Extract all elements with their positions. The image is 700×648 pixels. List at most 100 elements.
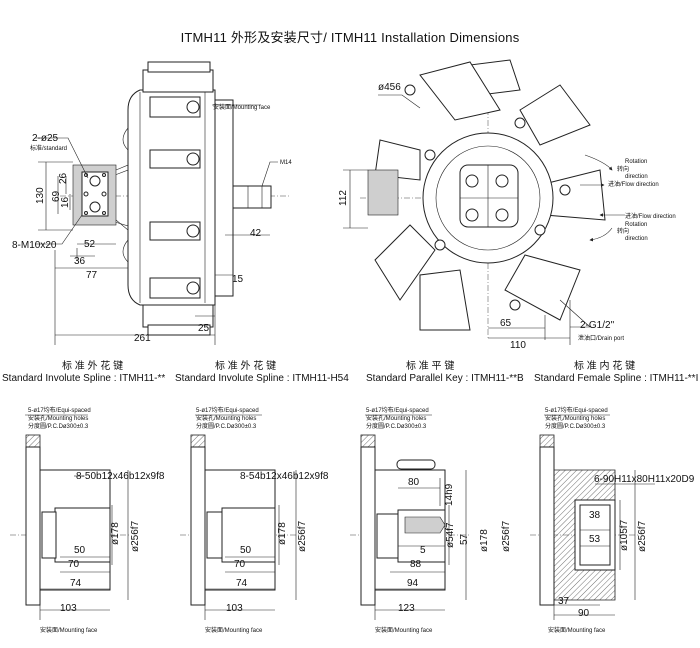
rotation-label-2: Rotation	[625, 222, 647, 228]
panel-3-d14h9: 14h9	[444, 483, 455, 506]
panel-3-drawing	[350, 414, 470, 620]
panel-4-spline: 6-90H11x80H11x20D9	[594, 474, 695, 485]
mounting-face-label: 安装面/Mounting face	[213, 103, 271, 111]
panel-2-spec1: 5-ø17均布/Equi-spaced	[196, 406, 259, 414]
panel-3-d80: 80	[408, 477, 420, 488]
panel-2-mount: 安装面/Mounting face	[205, 626, 263, 634]
panel-4-a: 37	[558, 596, 570, 607]
panel-2-a: 50	[240, 545, 252, 556]
panel-4-mount: 安装面/Mounting face	[548, 626, 606, 634]
panel-2-spec2: 安装孔/Mounting holes	[196, 414, 256, 422]
panel-3-spec2: 安装孔/Mounting holes	[366, 414, 426, 422]
panel-4-spec2: 安装孔/Mounting holes	[545, 414, 605, 422]
panel-3-d256: ø256f7	[501, 520, 512, 552]
dim-25: 25	[198, 323, 210, 334]
panel-2-d: 103	[226, 603, 243, 614]
panel-3-d: 123	[398, 603, 415, 614]
panel-1-c: 74	[70, 578, 82, 589]
panel-2-header: 标 准 外 花 键 Standard Involute Spline : ITM…	[175, 361, 355, 387]
panel-2-d178: ø178	[277, 522, 288, 545]
panel-1-a: 50	[74, 545, 86, 556]
panel-4-b: 90	[578, 608, 590, 619]
panel-3-a: 5	[420, 545, 426, 556]
panel-1-en: Standard Involute Spline	[2, 373, 111, 384]
panel-4-header: 标 准 内 花 键 Standard Female Spline : ITMH1…	[534, 361, 699, 384]
dim-112: 112	[338, 190, 349, 206]
dim-g12: 2-G1/2"	[580, 320, 615, 331]
dim-2-d25: 2-ø25	[32, 133, 59, 144]
dim-52: 52	[84, 239, 96, 250]
page-title: ITMH11 外形及安装尺寸/ ITMH11 Installation Dime…	[180, 30, 520, 45]
panel-3-spec3: 分度圆/P.C.Dø300±0.3	[366, 422, 427, 430]
panel-2-code: ITMH11-H54	[292, 373, 349, 384]
panel-4-d105: ø105f7	[619, 519, 630, 551]
panel-2-c: 74	[236, 578, 248, 589]
panel-2-spec3: 分度圆/P.C.Dø300±0.3	[196, 422, 257, 430]
panel-1-spec3: 分度圆/P.C.Dø300±0.3	[28, 422, 89, 430]
panel-3-b: 88	[410, 559, 422, 570]
panel-3-spec1: 5-ø17均布/Equi-spaced	[366, 406, 429, 414]
panel-3-code: ITMH11-**B	[471, 373, 524, 384]
panel-1-d178: ø178	[110, 522, 121, 545]
standard-label: 标准/standard	[30, 144, 67, 152]
flow-label-2: 进油/Flow direction	[625, 212, 676, 220]
dim-15: 15	[232, 274, 244, 285]
panel-4-spec1: 5-ø17均布/Equi-spaced	[545, 406, 608, 414]
panel-1-mount: 安装面/Mounting face	[40, 626, 98, 634]
panel-3-header: 标 准 平 键 Standard Parallel Key : ITMH11-*…	[366, 361, 536, 387]
panel-2-d256: ø256f7	[297, 520, 308, 552]
dim-42: 42	[250, 228, 262, 239]
panel-4-d53: 53	[589, 534, 601, 545]
panel-4-cn: 标 准 内 花 键	[574, 361, 636, 372]
dim-261: 261	[134, 333, 151, 344]
m14-label: M14	[280, 160, 292, 166]
panel-3-c: 94	[407, 578, 419, 589]
flow-label-1: 进油/Flow direction	[608, 180, 659, 188]
panel-2-en: Standard Involute Spline	[175, 373, 284, 384]
panel-2-b: 70	[234, 559, 246, 570]
dim-69: 69	[51, 190, 62, 202]
panel-3-mount: 安装面/Mounting face	[375, 626, 433, 634]
drain-port-label: 泄油口/Drain port	[578, 334, 624, 342]
panel-3-d57: 57	[459, 533, 470, 545]
panel-1-d256: ø256f7	[130, 520, 141, 552]
dim-110: 110	[510, 340, 526, 351]
dim-m10: 8-M10x20	[12, 240, 57, 251]
panel-1-b: 70	[68, 559, 80, 570]
side-view	[35, 61, 290, 345]
panel-4-d38: 38	[589, 510, 601, 521]
panel-4-spec3: 分度圆/P.C.Dø300±0.3	[545, 422, 606, 430]
panel-1-code: ITMH11-**	[119, 373, 166, 384]
panel-1-cn: 标 准 外 花 键	[62, 361, 124, 372]
panel-3-d178: ø178	[479, 529, 490, 552]
panel-4-code: ITMH11-**I	[649, 373, 699, 384]
panel-4-d256: ø256f7	[637, 520, 648, 552]
panel-1-spec1: 5-ø17均布/Equi-spaced	[28, 406, 91, 414]
dim-26: 26	[58, 172, 69, 184]
panel-2-spline: 8-54b12x46b12x9f8	[240, 471, 329, 482]
dim-65: 65	[500, 318, 512, 329]
panel-3-d54: ø54f7	[445, 522, 456, 548]
dim-130: 130	[35, 187, 46, 204]
dim-36: 36	[74, 256, 86, 267]
rotation-label-1: Rotation	[625, 159, 647, 165]
panel-1-header: 标 准 外 花 键 Standard Involute Spline : ITM…	[2, 361, 172, 387]
rotation-label-1b: direction	[625, 174, 648, 180]
panel-2-cn: 标 准 外 花 键	[215, 361, 277, 372]
panel-3-en: Standard Parallel Key	[366, 373, 463, 384]
panel-1-d: 103	[60, 603, 77, 614]
panel-4-drawing	[530, 414, 655, 620]
panel-1-spline: 8-50b12x46b12x9f8	[76, 471, 165, 482]
panel-2-drawing	[180, 414, 300, 620]
rotation-cn-2: 转向	[617, 227, 629, 235]
front-view	[343, 59, 625, 345]
rotation-label-2b: direction	[625, 236, 648, 242]
dim-d456: ø456	[378, 82, 401, 93]
panel-1-drawing	[10, 414, 130, 620]
dim-16: 16	[60, 196, 71, 208]
dim-77: 77	[86, 270, 98, 281]
panel-1-spec2: 安装孔/Mounting holes	[28, 414, 88, 422]
panel-3-cn: 标 准 平 键	[406, 361, 455, 372]
panel-4-en: Standard Female Spline	[534, 373, 642, 384]
